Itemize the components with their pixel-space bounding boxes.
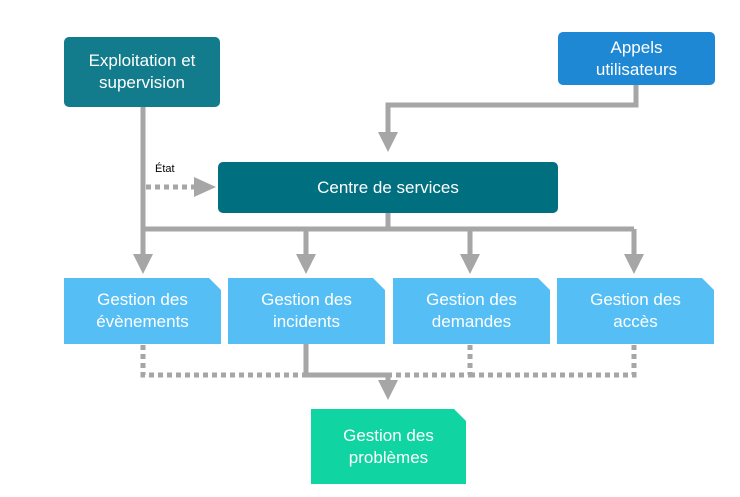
gestion-acces-label: Gestion des accès: [590, 290, 681, 331]
gestion-demandes-box: Gestion des demandes: [393, 278, 550, 344]
centre-de-services-box: Centre de services: [218, 162, 558, 213]
gestion-evenements-box: Gestion des évènements: [64, 278, 221, 344]
evenements-dotted-line: [140, 345, 306, 378]
gestion-incidents-label: Gestion des incidents: [261, 290, 352, 331]
etat-arrowhead: [194, 177, 216, 197]
exploitation-supervision-label: Exploitation et supervision: [88, 51, 196, 92]
gestion-acces-box: Gestion des accès: [557, 278, 714, 344]
etat-label: État: [155, 163, 175, 175]
gestion-evenements-label: Gestion des évènements: [96, 290, 189, 331]
gestion-demandes-label: Gestion des demandes: [426, 290, 517, 331]
centre-de-services-label: Centre de services: [317, 177, 459, 197]
acces-dotted-line: [470, 345, 637, 378]
gestion-problemes-label: Gestion des problèmes: [343, 425, 434, 467]
appels-utilisateurs-box: Appels utilisateurs: [558, 32, 715, 85]
appels-to-centre-line: [378, 84, 639, 152]
demandes-dotted-line: [388, 345, 473, 378]
appels-utilisateurs-label: Appels utilisateurs: [595, 37, 678, 79]
incidents-to-problemes-line: [303, 342, 398, 400]
gestion-incidents-box: Gestion des incidents: [228, 278, 385, 344]
gestion-problemes-box: Gestion des problèmes: [311, 409, 466, 484]
exploitation-supervision-box: Exploitation et supervision: [64, 37, 220, 107]
